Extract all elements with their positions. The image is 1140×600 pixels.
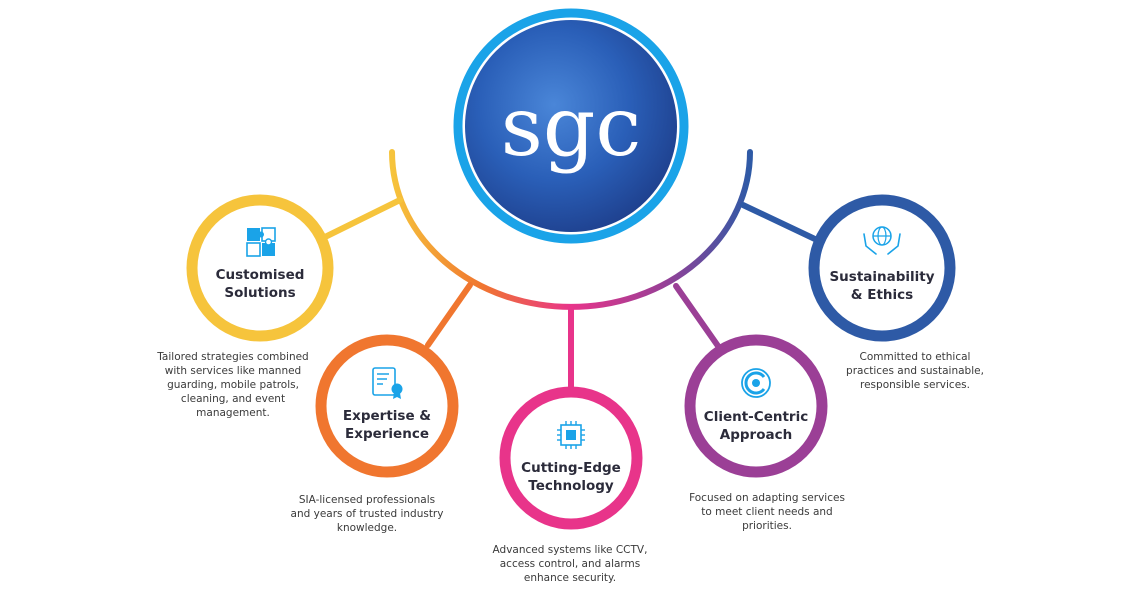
- sgc-logo: sgc: [453, 8, 689, 244]
- node-title-line2: Approach: [720, 427, 792, 443]
- node-cutting-edge-technology: Cutting-Edge Technology: [499, 386, 643, 530]
- node-expertise-experience: Expertise & Experience: [315, 334, 459, 478]
- connector-arc: [389, 149, 753, 310]
- spoke-customised: [320, 197, 403, 241]
- node-customised-solutions: Customised Solutions: [186, 194, 334, 342]
- logo-text: sgc: [501, 80, 642, 175]
- node-title-line2: Experience: [345, 426, 429, 442]
- spoke-expertise: [425, 282, 473, 348]
- spoke-client: [673, 283, 721, 349]
- spoke-sustainability: [740, 202, 820, 243]
- description-client-centric-approach: Focused on adapting services to meet cli…: [689, 492, 845, 532]
- globe-hands-icon: [863, 226, 901, 255]
- description-cutting-edge-technology: Advanced systems like CCTV, access contr…: [492, 544, 648, 584]
- node-title-line1: Cutting-Edge: [521, 460, 621, 476]
- node-title-line2: & Ethics: [851, 287, 913, 303]
- logo-disc: [465, 20, 677, 232]
- description-customised-solutions: Tailored strategies combined with servic…: [157, 351, 309, 419]
- node-title-line2: Technology: [528, 478, 614, 494]
- node-title-line1: Expertise &: [343, 408, 431, 424]
- target-icon: [741, 368, 771, 398]
- node-title-line1: Customised: [216, 267, 305, 283]
- node-client-centric-approach: Client-Centric Approach: [684, 334, 828, 478]
- chip-icon: [557, 421, 585, 449]
- spokes: [320, 197, 820, 391]
- node-title-line1: Client-Centric: [704, 409, 808, 425]
- certificate-icon: [372, 367, 403, 399]
- logo-ring: [453, 8, 689, 244]
- description-expertise-experience: SIA-licensed professionals and years of …: [290, 494, 444, 534]
- puzzle-icon: [246, 227, 276, 257]
- node-title-line2: Solutions: [224, 285, 295, 301]
- description-sustainability-ethics: Committed to ethical practices and susta…: [846, 351, 984, 391]
- node-title-line1: Sustainability: [829, 269, 934, 285]
- node-sustainability-ethics: Sustainability & Ethics: [808, 194, 956, 342]
